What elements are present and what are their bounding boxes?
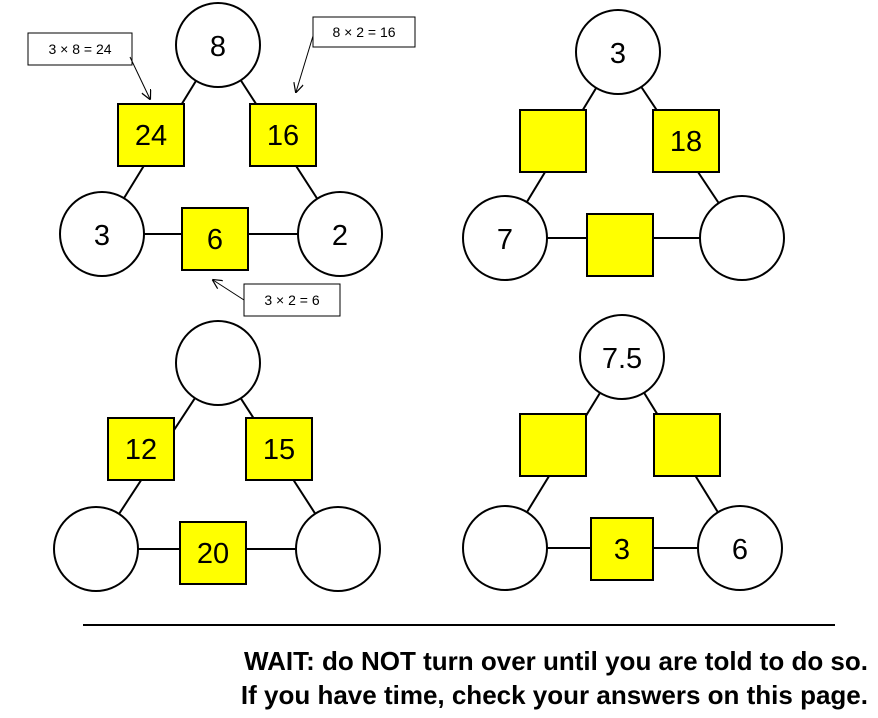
- circle-right-value: 6: [732, 534, 748, 566]
- box-left-edge: [107, 417, 175, 481]
- circle-left: [462, 505, 548, 591]
- footer-divider: [83, 624, 835, 626]
- box-left-edge: [117, 103, 185, 167]
- box-right-edge: [653, 413, 721, 477]
- circle-top: [175, 320, 261, 406]
- callout-right-box: [312, 16, 416, 48]
- puzzle-1: 8 3 2 24 16 6 3 × 8 = 24 8 × 2 = 16 3 × …: [27, 2, 416, 317]
- puzzle-3: 12 15 20: [53, 320, 381, 592]
- box-left-edge: [519, 109, 587, 173]
- callout-right-text: 8 × 2 = 16: [332, 24, 395, 40]
- callout-left-arrow: [129, 56, 150, 99]
- box-left-value: 24: [135, 120, 167, 152]
- box-right-value: 18: [670, 126, 702, 158]
- circle-right: [295, 506, 381, 592]
- circle-left-value: 3: [94, 220, 110, 252]
- box-right-edge: [652, 109, 720, 173]
- box-right-edge: [249, 103, 317, 167]
- circle-right-value: 2: [332, 220, 348, 252]
- box-bottom-value: 20: [197, 538, 229, 570]
- box-right-value: 16: [267, 120, 299, 152]
- circle-right: [297, 191, 383, 277]
- circle-right: [699, 195, 785, 281]
- circle-left: [59, 191, 145, 277]
- box-bottom-edge: [179, 521, 247, 585]
- callout-right-arrow: [296, 35, 314, 92]
- circle-top: [579, 314, 665, 400]
- footer-instruction-line-1: WAIT: do NOT turn over until you are tol…: [244, 646, 868, 676]
- callout-bottom-text: 3 × 2 = 6: [264, 292, 319, 308]
- circle-left: [53, 506, 139, 592]
- puzzle-4: 7.5 6 3: [462, 314, 783, 591]
- box-right-value: 15: [263, 434, 295, 466]
- box-bottom-edge: [181, 207, 249, 271]
- footer-instruction-line-2: If you have time, check your answers on …: [240, 680, 868, 710]
- box-bottom-edge: [590, 517, 654, 581]
- circle-left: [462, 195, 548, 281]
- box-left-edge: [519, 413, 587, 477]
- box-bottom-value: 3: [614, 534, 630, 566]
- circle-top-value: 8: [210, 31, 226, 63]
- callout-bottom-box: [243, 283, 341, 317]
- box-bottom-edge: [586, 213, 654, 277]
- circle-top: [575, 9, 661, 95]
- circle-right: [697, 505, 783, 591]
- circle-top-value: 3: [610, 38, 626, 70]
- puzzle-2: 3 7 18: [462, 9, 785, 281]
- box-right-edge: [245, 417, 313, 481]
- circle-top: [175, 2, 261, 88]
- circle-top-value: 7.5: [602, 343, 642, 375]
- circle-left-value: 7: [497, 224, 513, 256]
- callout-left-text: 3 × 8 = 24: [48, 41, 111, 57]
- box-bottom-value: 6: [207, 224, 223, 256]
- callout-left-box: [27, 32, 133, 66]
- box-left-value: 12: [125, 434, 157, 466]
- callout-bottom-arrow: [213, 280, 245, 301]
